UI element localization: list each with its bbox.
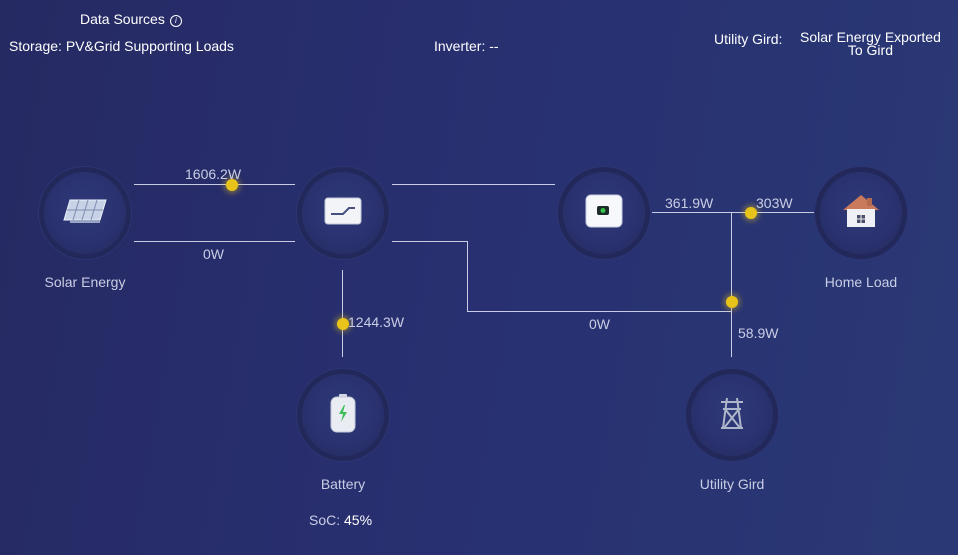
solar-node[interactable] xyxy=(44,172,126,254)
grid-status-value: Solar Energy Exported To Gird xyxy=(800,29,941,58)
storage-value: PV&Grid Supporting Loads xyxy=(65,38,234,54)
battery-icon xyxy=(329,393,357,438)
home-label: Home Load xyxy=(824,274,898,290)
battery-node[interactable] xyxy=(302,374,384,456)
grid-value-line1: Solar Energy Exported xyxy=(800,29,941,45)
grid-status: Utility Gird: xyxy=(714,31,782,47)
inverter-node[interactable] xyxy=(302,172,384,254)
meter-node[interactable] xyxy=(563,172,645,254)
solar-label: Solar Energy xyxy=(44,274,126,290)
battery-power: 1244.3W xyxy=(348,314,405,330)
grid-value-line2: To Gird xyxy=(847,42,893,58)
soc-readout: SoC: 45% xyxy=(309,512,372,528)
grid-power: 58.9W xyxy=(738,325,779,341)
inverter-label: Inverter: xyxy=(434,38,486,54)
home-node[interactable] xyxy=(820,172,902,254)
battery-label: Battery xyxy=(320,476,366,492)
house-icon xyxy=(841,193,881,234)
flow-dot-grid xyxy=(726,296,738,308)
data-sources-label: Data Sources xyxy=(80,11,165,27)
smart-meter-icon xyxy=(585,194,623,233)
home-power: 303W xyxy=(756,195,793,211)
solar-panel-icon xyxy=(62,198,108,229)
data-sources-link[interactable]: Data Sources i xyxy=(80,11,182,27)
inverter-value: -- xyxy=(489,38,499,54)
soc-label: SoC: xyxy=(309,512,341,528)
grid-node[interactable] xyxy=(691,374,773,456)
flow-dot-solar xyxy=(226,179,238,191)
soc-value: 45% xyxy=(344,512,373,528)
bottom-path-line xyxy=(392,241,732,312)
flow-dot-battery xyxy=(337,318,349,330)
inverter-status: Inverter: -- xyxy=(434,38,499,54)
storage-status: Storage: PV&Grid Supporting Loads xyxy=(9,38,234,54)
solar-bottom-power: 0W xyxy=(203,246,224,262)
grid-label: Utility Gird: xyxy=(714,31,783,47)
meter-left-power: 361.9W xyxy=(665,195,714,211)
solar-top-power: 1606.2W xyxy=(185,166,242,182)
inverter-icon xyxy=(323,196,363,231)
power-tower-icon xyxy=(717,396,747,435)
flow-dot-home xyxy=(745,207,757,219)
bottom-path-power: 0W xyxy=(589,316,610,332)
grid-label: Utility Gird xyxy=(699,476,765,492)
info-icon[interactable]: i xyxy=(169,15,182,27)
storage-label: Storage: xyxy=(9,38,62,54)
